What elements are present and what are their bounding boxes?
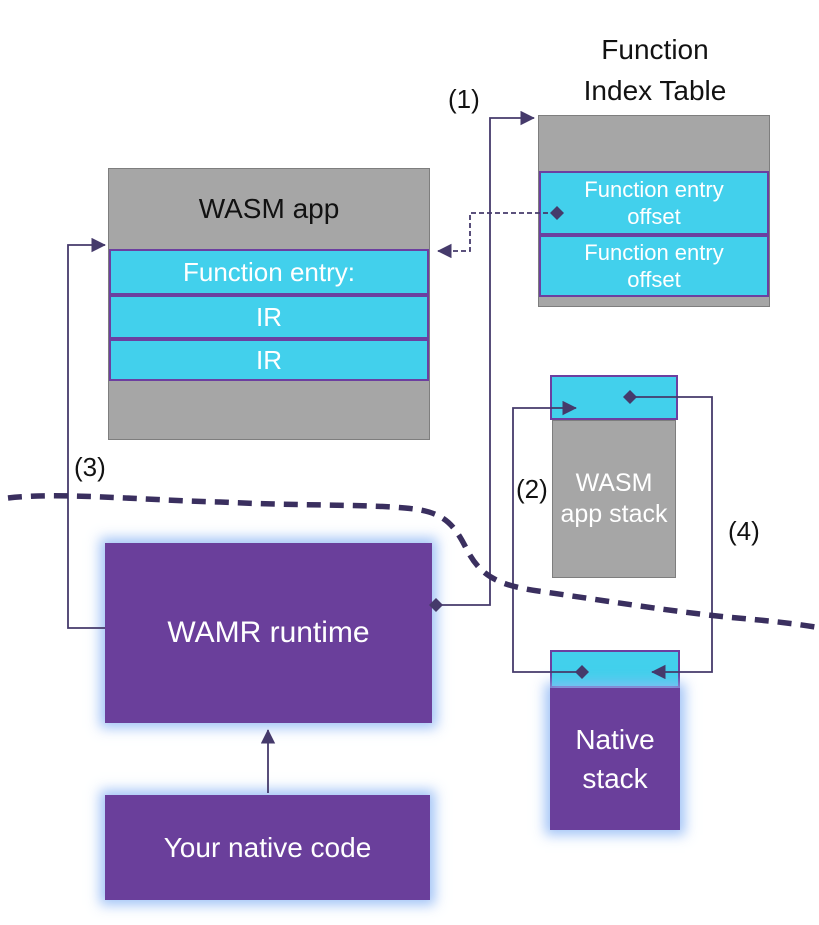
your-native-code: Your native code bbox=[105, 795, 430, 900]
function-index-table-title: Function Index Table bbox=[583, 34, 727, 106]
annotation-step-4: (4) bbox=[728, 516, 760, 546]
wasm-app-row-0-label: Function entry: bbox=[183, 256, 355, 287]
wasm-app-header: WASM app bbox=[109, 169, 429, 249]
wasm-app: WASM app Function entry: IR IR bbox=[108, 168, 430, 440]
wasm-app-stack: WASM app stack bbox=[552, 420, 676, 578]
wamr-runtime-label: WAMR runtime bbox=[167, 616, 370, 649]
fit-top-gray bbox=[539, 116, 769, 171]
wasm-app-row-2-label: IR bbox=[256, 344, 282, 375]
fit-row-0: Function entry offset bbox=[539, 171, 769, 235]
wamr-runtime: WAMR runtime bbox=[105, 543, 432, 723]
fit-row-1-label: Function entry offset bbox=[584, 239, 724, 293]
fit-row-0-label: Function entry offset bbox=[584, 176, 724, 230]
native-stack-label: Native stack bbox=[575, 723, 655, 794]
wasm-app-row-function-entry: Function entry: bbox=[109, 249, 429, 295]
native-stack: Native stack bbox=[550, 688, 680, 830]
fit-row-1: Function entry offset bbox=[539, 235, 769, 297]
wasm-app-stack-frame-strip bbox=[550, 375, 678, 420]
arrow-1-runtime-to-index-table bbox=[439, 110, 535, 606]
arrow-3-runtime-to-wasm-app bbox=[67, 237, 106, 629]
annotation-step-1: (1) bbox=[448, 84, 480, 114]
wasm-app-row-1-label: IR bbox=[256, 301, 282, 332]
wasm-app-row-ir-2: IR bbox=[109, 339, 429, 381]
function-index-table: Function entry offset Function entry off… bbox=[538, 115, 770, 307]
wasm-app-row-ir-1: IR bbox=[109, 295, 429, 339]
wasm-app-title: WASM app bbox=[198, 193, 340, 224]
native-stack-frame-strip bbox=[550, 650, 680, 688]
your-native-code-label: Your native code bbox=[163, 831, 372, 863]
annotation-step-2: (2) bbox=[516, 474, 548, 504]
wasm-app-stack-label: WASM app stack bbox=[560, 468, 668, 528]
annotation-step-3: (3) bbox=[74, 452, 106, 482]
